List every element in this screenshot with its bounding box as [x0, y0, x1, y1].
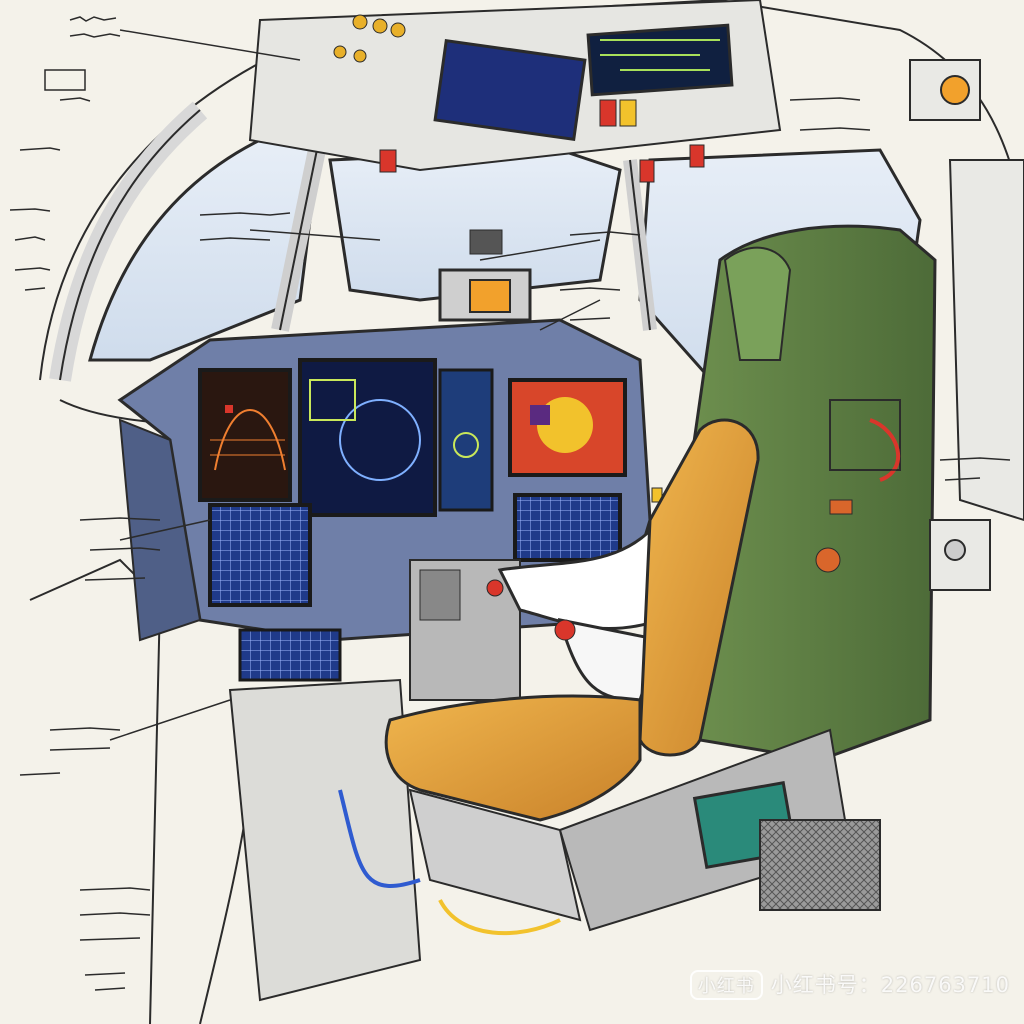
watermark: 小红书小红书号：226763710 — [689, 969, 1010, 1000]
right-wall — [909, 59, 1024, 591]
pilot-seat — [384, 224, 937, 932]
warning-light-icon — [225, 405, 233, 413]
overhead-panel — [248, 0, 782, 183]
radar-screen-icon — [198, 368, 292, 502]
notes-scribbles — [9, 16, 1011, 991]
lower-console — [228, 559, 561, 1002]
watermark-text: 小红书号：226763710 — [770, 973, 1010, 997]
grid-screen-icon — [208, 503, 312, 607]
watermark-logo: 小红书 — [689, 970, 763, 1000]
